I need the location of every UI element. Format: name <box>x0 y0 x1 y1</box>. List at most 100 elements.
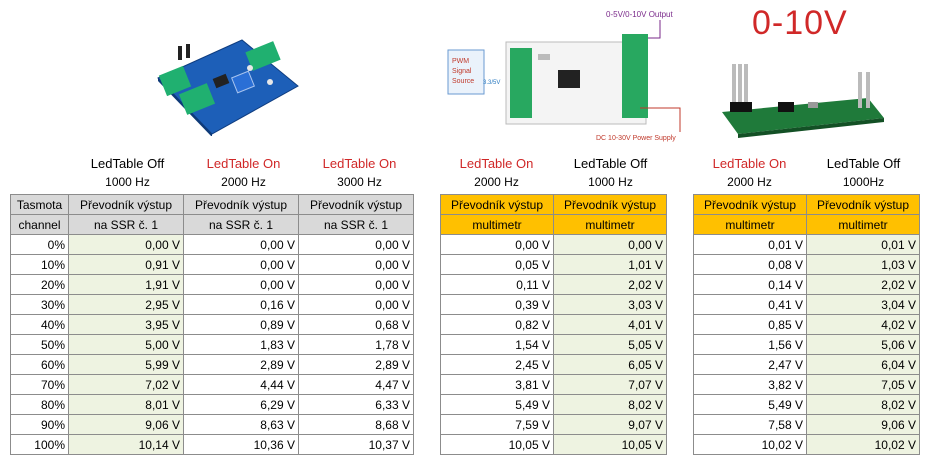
channel-percent-cell: 10% <box>10 254 69 275</box>
voltage-cell: 10,02 V <box>693 434 807 455</box>
channel-percent-cell: 0% <box>10 234 69 255</box>
voltage-cell: 1,03 V <box>806 254 920 275</box>
caption-mode: LedTable Off <box>573 156 648 171</box>
column-header-cell: multimetr <box>440 214 554 235</box>
voltage-cell: 0,00 V <box>183 274 299 295</box>
voltage-cell: 0,39 V <box>440 294 554 315</box>
wiring-diagram-photo: 0-5V/0-10V Output PWM Signal Source 3.3/… <box>440 8 702 146</box>
voltage-range-title: 0-10V <box>752 4 848 42</box>
pwm-module-photo <box>718 58 888 138</box>
voltage-cell: 3,95 V <box>68 314 184 335</box>
column-caption-t2-1: LedTable On 2000 Hz <box>440 155 553 191</box>
voltage-cell: 3,82 V <box>693 374 807 395</box>
column-caption-t2-2: LedTable Off 1000 Hz <box>554 155 667 191</box>
voltage-cell: 2,02 V <box>806 274 920 295</box>
column-header-cell: Převodník výstup <box>440 194 554 215</box>
pwm-converter-board-photo <box>150 38 302 137</box>
caption-mode: LedTable Off <box>90 156 165 171</box>
voltage-cell: 5,00 V <box>68 334 184 355</box>
caption-frequency: 3000 Hz <box>337 175 382 189</box>
column-header-cell: Převodník výstup <box>68 194 184 215</box>
voltage-cell: 0,08 V <box>693 254 807 275</box>
channel-percent-cell: 100% <box>10 434 69 455</box>
channel-percent-cell: 20% <box>10 274 69 295</box>
caption-frequency: 2000 Hz <box>221 175 266 189</box>
voltage-cell: 8,01 V <box>68 394 184 415</box>
channel-header-cell: Tasmota <box>10 194 69 215</box>
voltage-cell: 0,82 V <box>440 314 554 335</box>
caption-mode: LedTable On <box>459 156 534 171</box>
caption-mode: LedTable On <box>712 156 787 171</box>
column-caption-t1-1: LedTable Off 1000 Hz <box>70 155 185 191</box>
voltage-cell: 7,05 V <box>806 374 920 395</box>
voltage-cell: 1,56 V <box>693 334 807 355</box>
voltage-cell: 5,99 V <box>68 354 184 375</box>
voltage-cell: 0,00 V <box>298 234 414 255</box>
voltage-cell: 1,91 V <box>68 274 184 295</box>
voltage-cell: 5,05 V <box>553 334 667 355</box>
voltage-cell: 8,68 V <box>298 414 414 435</box>
column-header-cell: Převodník výstup <box>693 194 807 215</box>
channel-percent-cell: 70% <box>10 374 69 395</box>
output-label: 0-5V/0-10V Output <box>606 10 673 19</box>
voltage-cell: 0,89 V <box>183 314 299 335</box>
voltage-cell: 2,02 V <box>553 274 667 295</box>
caption-frequency: 2000 Hz <box>474 175 519 189</box>
caption-frequency: 1000 Hz <box>105 175 150 189</box>
voltage-cell: 0,00 V <box>68 234 184 255</box>
voltage-cell: 5,06 V <box>806 334 920 355</box>
voltage-cell: 8,02 V <box>806 394 920 415</box>
voltage-cell: 0,68 V <box>298 314 414 335</box>
voltage-cell: 10,14 V <box>68 434 184 455</box>
voltage-cell: 6,29 V <box>183 394 299 415</box>
voltage-cell: 3,03 V <box>553 294 667 315</box>
column-header-cell: Převodník výstup <box>806 194 920 215</box>
voltage-cell: 6,33 V <box>298 394 414 415</box>
pwm-label-3: Source <box>452 78 474 85</box>
voltage-cell: 0,01 V <box>693 234 807 255</box>
caption-mode: LedTable On <box>322 156 397 171</box>
caption-frequency: 1000 Hz <box>588 175 633 189</box>
voltage-cell: 8,63 V <box>183 414 299 435</box>
voltage-cell: 0,00 V <box>553 234 667 255</box>
column-header-cell: Převodník výstup <box>183 194 299 215</box>
voltage-cell: 0,14 V <box>693 274 807 295</box>
voltage-cell: 6,05 V <box>553 354 667 375</box>
column-header-cell: multimetr <box>553 214 667 235</box>
voltage-cell: 3,04 V <box>806 294 920 315</box>
voltage-cell: 4,02 V <box>806 314 920 335</box>
voltage-cell: 2,89 V <box>183 354 299 375</box>
voltage-cell: 1,54 V <box>440 334 554 355</box>
voltage-cell: 0,91 V <box>68 254 184 275</box>
voltage-cell: 7,07 V <box>553 374 667 395</box>
channel-header-cell: channel <box>10 214 69 235</box>
power-label: DC 10-30V Power Supply <box>596 135 676 142</box>
voltage-cell: 10,36 V <box>183 434 299 455</box>
voltage-cell: 0,00 V <box>298 254 414 275</box>
voltage-cell: 2,95 V <box>68 294 184 315</box>
